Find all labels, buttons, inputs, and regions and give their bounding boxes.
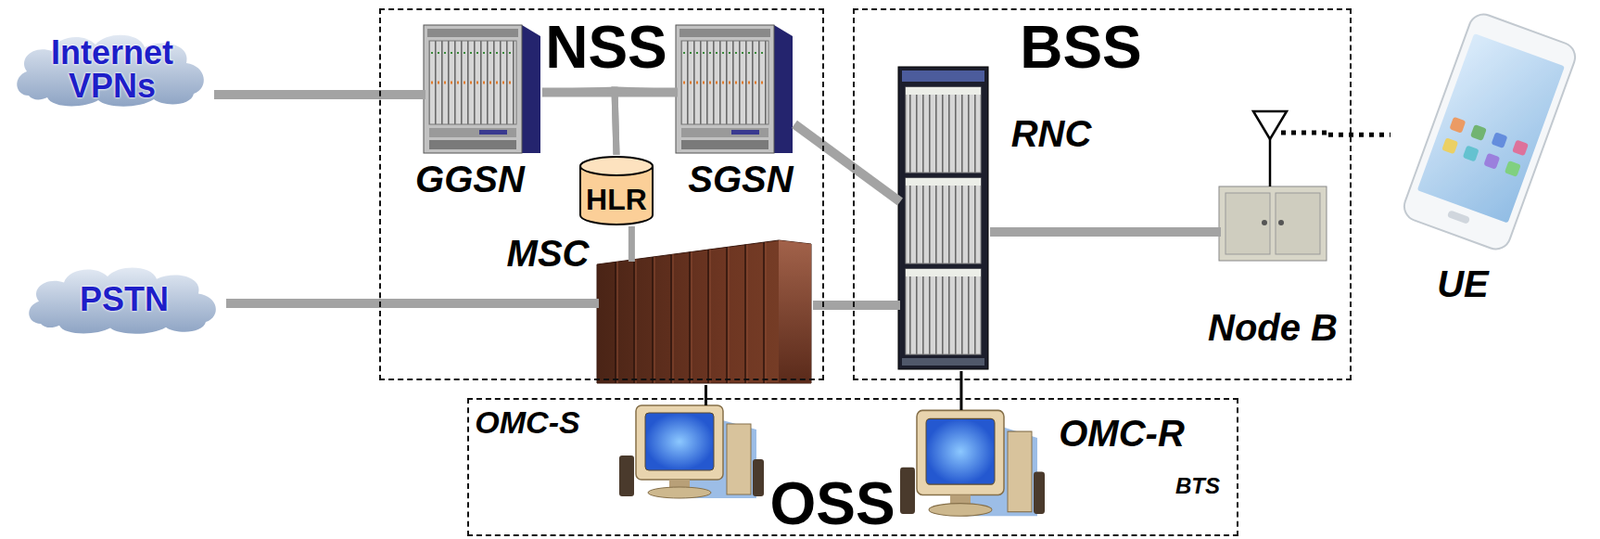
omc-s-computer	[619, 405, 764, 498]
connector-line	[794, 124, 901, 203]
connector-line	[614, 89, 678, 155]
region-title: NSS	[545, 17, 668, 77]
connector-line	[959, 370, 963, 410]
element-label: SGSN	[687, 160, 793, 198]
connector-line	[226, 298, 599, 308]
network-element: RNC	[900, 68, 991, 371]
handset-picture	[1470, 124, 1487, 141]
node-b-cabinet	[1219, 186, 1327, 261]
connector-line	[704, 384, 708, 406]
node-b-cabinet	[1275, 192, 1321, 254]
workstation: OMC-R	[900, 409, 1049, 521]
cloud-label: Internet VPNs	[38, 36, 187, 103]
element-label: MSC	[507, 234, 590, 272]
connector-line	[1328, 132, 1391, 138]
database-label: HLR	[585, 167, 648, 215]
cloud-node: PSTN	[22, 263, 227, 335]
handset-picture	[1441, 137, 1459, 154]
handset-picture	[1417, 33, 1565, 224]
network-region: NSSGGSNHLRSGSNMSC	[379, 8, 825, 381]
terminal: UE	[1390, 4, 1590, 260]
node-b-cabinet	[1278, 219, 1284, 226]
msc-cabinet	[596, 240, 812, 383]
omc-r-computer	[900, 409, 1045, 516]
connector-line	[214, 89, 426, 100]
element-label: Node B	[1207, 308, 1338, 346]
cloud-shape	[16, 35, 204, 107]
handset-picture	[1399, 10, 1579, 254]
network-region: OSSOMC-SOMC-R	[467, 397, 1239, 536]
region-title: BSS	[1019, 17, 1143, 77]
cylinder-shape	[580, 156, 653, 176]
msc-cabinet	[778, 240, 812, 383]
node-b-cabinet	[1219, 186, 1327, 261]
msc-cabinet	[615, 241, 764, 383]
connector-line	[812, 300, 901, 310]
handset-picture	[1462, 145, 1480, 163]
element-label: UE	[1436, 265, 1489, 303]
connector-line	[542, 89, 617, 155]
element-label: OMC-R	[1058, 414, 1185, 452]
element-label: RNC	[1011, 114, 1093, 153]
cloud-node: Internet VPNs	[10, 30, 215, 108]
connector-line	[990, 227, 1221, 237]
cloud-label: PSTN	[79, 282, 169, 317]
workstation: OMC-S	[619, 405, 768, 503]
antenna-symbol	[1269, 139, 1272, 187]
handset-picture	[1447, 209, 1471, 225]
element-label: OMC-S	[474, 406, 580, 438]
msc-cabinet	[596, 240, 812, 383]
handset-picture	[1491, 131, 1509, 149]
antenna-symbol	[1253, 111, 1327, 187]
rnc-rack	[898, 66, 989, 369]
node-b-cabinet	[1225, 192, 1270, 254]
antenna-symbol	[1281, 130, 1327, 136]
node-b-cabinet	[1261, 219, 1268, 226]
msc-cabinet	[617, 241, 766, 383]
module-label: BTS	[1175, 474, 1220, 497]
network-element: Node B	[1220, 108, 1329, 263]
element-label: GGSN	[415, 160, 525, 198]
network-element: GGSN	[425, 26, 543, 155]
handset-picture	[1399, 10, 1579, 254]
database-cylinder: HLR	[578, 154, 655, 227]
network-element: SGSN	[677, 26, 795, 155]
handset-picture	[1511, 139, 1529, 156]
omc-r-computer	[900, 409, 1045, 516]
cloud-shape	[28, 266, 216, 333]
handset-picture	[1483, 152, 1500, 170]
ggsn-chassis	[423, 25, 541, 153]
handset-picture	[1504, 160, 1522, 178]
region-title: OSS	[769, 473, 895, 534]
network-element: MSC	[598, 261, 813, 385]
handset-picture	[1448, 116, 1466, 134]
network-region: BSS RNC Node B	[852, 8, 1352, 381]
sgsn-chassis	[675, 25, 793, 153]
connector-line	[628, 226, 635, 262]
